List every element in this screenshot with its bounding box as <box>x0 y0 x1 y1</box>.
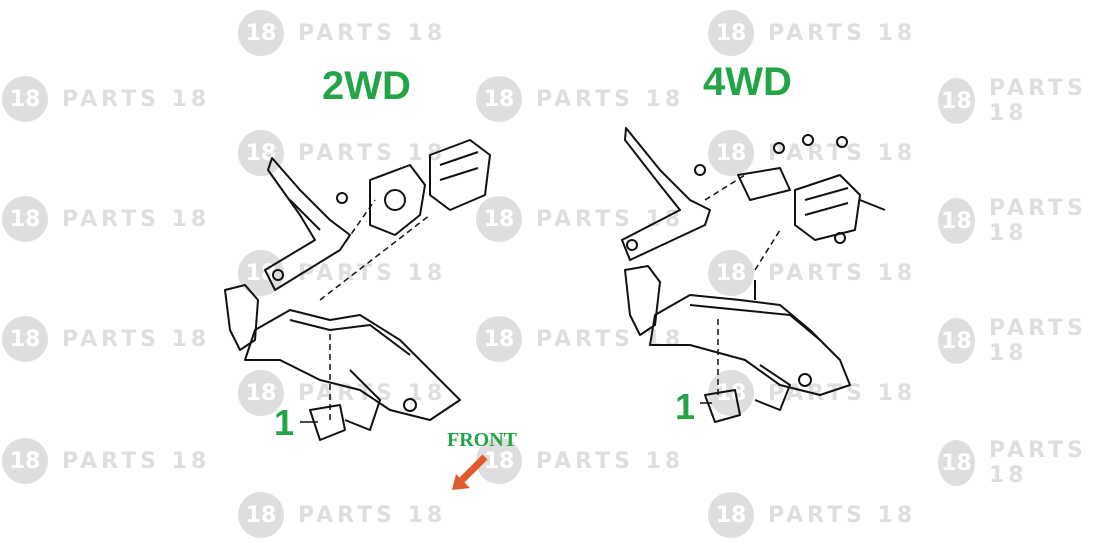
callout-number-right: 1 <box>675 386 696 427</box>
watermark: 18 PARTS 18 <box>476 438 684 484</box>
parts18-logo-icon: 18 <box>938 78 975 124</box>
watermark-text: PARTS 18 <box>62 86 211 112</box>
left-subframe <box>224 284 461 441</box>
parts18-logo-icon: 18 <box>238 250 284 296</box>
right-mount-block <box>794 174 886 244</box>
watermark: 18 PARTS 18 <box>238 370 446 416</box>
watermark-text: PARTS 18 <box>768 260 917 286</box>
watermark: 18 PARTS 18 <box>238 10 446 56</box>
watermark: 18 PARTS 18 <box>938 196 1108 246</box>
parts18-logo-icon: 18 <box>476 316 522 362</box>
watermark-text: PARTS 18 <box>536 86 685 112</box>
watermark-text: PARTS 18 <box>536 326 685 352</box>
watermark-text: PARTS 18 <box>298 140 447 166</box>
parts18-logo-icon: 18 <box>238 492 284 538</box>
left-guide-lines <box>319 199 431 420</box>
arrow-down-left-icon <box>452 454 488 490</box>
watermark: 18 PARTS 18 <box>708 10 916 56</box>
right-bracket <box>621 127 711 261</box>
watermark-text: PARTS 18 <box>988 438 1087 488</box>
watermark-text: PARTS 18 <box>988 316 1087 366</box>
watermark: 18 PARTS 18 <box>938 76 1108 126</box>
parts18-logo-icon: 18 <box>708 492 754 538</box>
parts18-logo-icon: 18 <box>938 198 975 244</box>
watermark: 18 PARTS 18 <box>238 492 446 538</box>
right-mount-plate <box>737 134 848 201</box>
watermark: 18 PARTS 18 <box>938 438 1108 488</box>
watermark-text: PARTS 18 <box>298 380 447 406</box>
watermark-text: PARTS 18 <box>298 260 447 286</box>
parts18-logo-icon: 18 <box>2 76 48 122</box>
parts18-logo-icon: 18 <box>2 438 48 484</box>
watermark-text: PARTS 18 <box>536 206 685 232</box>
watermark: 18 PARTS 18 <box>708 492 916 538</box>
parts18-logo-icon: 18 <box>938 440 975 486</box>
parts18-logo-icon: 18 <box>476 438 522 484</box>
watermark: 18 PARTS 18 <box>2 196 210 242</box>
watermark-text: PARTS 18 <box>536 448 685 474</box>
watermark: 18 PARTS 18 <box>2 76 210 122</box>
parts18-logo-icon: 18 <box>708 250 754 296</box>
watermark-text: PARTS 18 <box>768 20 917 46</box>
watermark: 18 PARTS 18 <box>238 250 446 296</box>
parts18-logo-icon: 18 <box>708 130 754 176</box>
callout-number-left: 1 <box>274 402 295 443</box>
watermark-text: PARTS 18 <box>298 502 447 528</box>
front-label: FRONT <box>447 429 517 451</box>
watermark-text: PARTS 18 <box>988 76 1087 126</box>
watermark: 18 PARTS 18 <box>476 316 684 362</box>
watermark: 18 PARTS 18 <box>708 130 916 176</box>
parts18-logo-icon: 18 <box>938 318 975 364</box>
left-mount-block <box>429 139 491 211</box>
watermark-text: PARTS 18 <box>768 140 917 166</box>
watermark-text: PARTS 18 <box>768 380 917 406</box>
watermark-text: PARTS 18 <box>62 206 211 232</box>
watermark-text: PARTS 18 <box>988 196 1087 246</box>
watermark-text: PARTS 18 <box>298 20 447 46</box>
left-mount-upper <box>336 164 426 236</box>
watermark: 18 PARTS 18 <box>2 438 210 484</box>
watermark-text: PARTS 18 <box>768 502 917 528</box>
parts18-logo-icon: 18 <box>238 370 284 416</box>
parts18-logo-icon: 18 <box>476 196 522 242</box>
parts18-logo-icon: 18 <box>2 316 48 362</box>
watermark: 18 PARTS 18 <box>476 196 684 242</box>
watermark: 18 PARTS 18 <box>476 76 684 122</box>
right-guide-lines <box>704 174 781 395</box>
parts18-logo-icon: 18 <box>708 10 754 56</box>
parts18-logo-icon: 18 <box>238 10 284 56</box>
watermark: 18 PARTS 18 <box>938 316 1108 366</box>
watermark: 18 PARTS 18 <box>2 316 210 362</box>
parts18-logo-icon: 18 <box>2 196 48 242</box>
title-4wd: 4WD <box>703 60 792 104</box>
right-subframe <box>624 265 851 423</box>
parts18-logo-icon: 18 <box>476 76 522 122</box>
left-bracket <box>264 157 351 291</box>
title-2wd: 2WD <box>322 64 411 108</box>
watermark: 18 PARTS 18 <box>708 250 916 296</box>
watermark-text: PARTS 18 <box>62 448 211 474</box>
watermark-text: PARTS 18 <box>62 326 211 352</box>
